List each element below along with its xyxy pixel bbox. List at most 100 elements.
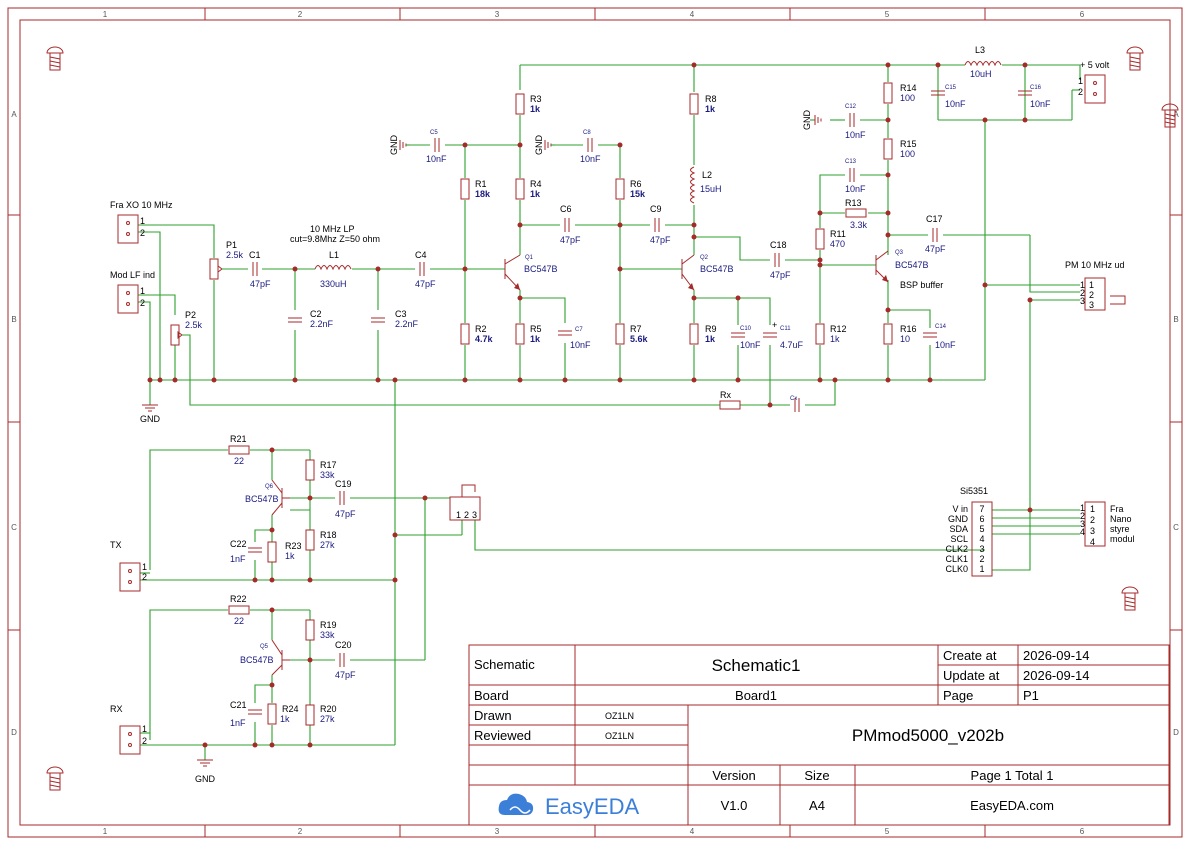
svg-text:27k: 27k xyxy=(320,714,335,724)
tb-site: EasyEDA.com xyxy=(970,798,1054,813)
svg-text:C16: C16 xyxy=(1030,85,1042,91)
svg-text:2: 2 xyxy=(142,572,147,582)
tb-page-label: Page xyxy=(943,688,973,703)
svg-text:100: 100 xyxy=(900,93,915,103)
si5351-pin-label: CLK2 xyxy=(945,544,968,554)
svg-text:C17: C17 xyxy=(926,214,943,224)
screw-icon xyxy=(1121,586,1139,611)
row-c-right: C xyxy=(1173,523,1179,532)
tb-drawn-label: Drawn xyxy=(474,708,512,723)
svg-text:1nF: 1nF xyxy=(230,718,246,728)
connector-mod-label: Mod LF ind xyxy=(110,270,155,280)
svg-text:10nF: 10nF xyxy=(740,340,761,350)
svg-text:10 MHz LP: 10 MHz LP xyxy=(310,224,355,234)
row-b-left: B xyxy=(11,315,16,324)
title-block: Schematic Schematic1 Create at 2026-09-1… xyxy=(468,644,1170,826)
tx-label: TX xyxy=(110,540,122,550)
svg-text:C8: C8 xyxy=(583,130,591,136)
svg-text:10nF: 10nF xyxy=(426,154,447,164)
svg-text:Fra: Fra xyxy=(1110,504,1124,514)
svg-text:10nF: 10nF xyxy=(935,340,956,350)
si5351-pin-label: GND xyxy=(948,514,969,524)
svg-text:modul: modul xyxy=(1110,534,1135,544)
svg-text:BC547B: BC547B xyxy=(245,494,279,504)
l3: L3 10uH xyxy=(964,45,1002,79)
svg-text:4.7uF: 4.7uF xyxy=(780,340,804,350)
col-6-top: 6 xyxy=(1080,10,1085,19)
svg-text:R19: R19 xyxy=(320,620,337,630)
c14: C14 10nF xyxy=(922,324,956,350)
svg-text:2: 2 xyxy=(140,298,145,308)
svg-text:3: 3 xyxy=(1090,526,1095,536)
gnd-symbol: GND xyxy=(140,404,161,424)
si5351-pin-number: 5 xyxy=(979,524,984,534)
si5351-pin-label: SCL xyxy=(950,534,968,544)
svg-text:C14: C14 xyxy=(935,324,947,330)
si5351-pin-number: 1 xyxy=(979,564,984,574)
svg-text:33k: 33k xyxy=(320,630,335,640)
svg-text:GND: GND xyxy=(195,774,216,784)
col-5-bot: 5 xyxy=(885,827,890,836)
svg-text:2: 2 xyxy=(1090,515,1095,525)
tb-reviewed-label: Reviewed xyxy=(474,728,531,743)
svg-text:4: 4 xyxy=(1090,537,1095,547)
svg-text:10nF: 10nF xyxy=(570,340,591,350)
svg-text:10nF: 10nF xyxy=(845,184,866,194)
svg-text:R17: R17 xyxy=(320,460,337,470)
svg-text:R20: R20 xyxy=(320,704,337,714)
col-1-bot: 1 xyxy=(103,827,108,836)
svg-text:10uH: 10uH xyxy=(970,69,992,79)
svg-text:47pF: 47pF xyxy=(770,270,791,280)
svg-text:GND: GND xyxy=(389,135,399,156)
svg-text:4: 4 xyxy=(1080,527,1085,537)
si5351-pin-number: 4 xyxy=(979,534,984,544)
col-2-bot: 2 xyxy=(298,827,303,836)
svg-text:1k: 1k xyxy=(285,551,295,561)
grid-labels: 1 2 3 4 5 6 1 2 3 4 5 6 A B C D A B C D xyxy=(11,10,1179,836)
svg-text:R3: R3 xyxy=(530,94,542,104)
svg-text:1k: 1k xyxy=(280,714,290,724)
svg-text:2: 2 xyxy=(1089,290,1094,300)
screw-icon xyxy=(46,766,64,791)
svg-text:2.5k: 2.5k xyxy=(226,250,244,260)
svg-text:2: 2 xyxy=(1078,87,1083,97)
svg-text:3: 3 xyxy=(1080,296,1085,306)
svg-text:1: 1 xyxy=(140,216,145,226)
svg-text:styre: styre xyxy=(1110,524,1130,534)
p2: P22.5k xyxy=(170,310,203,346)
svg-text:1: 1 xyxy=(1078,76,1083,86)
svg-text:R13: R13 xyxy=(845,198,862,208)
svg-text:R18: R18 xyxy=(320,530,337,540)
row-a-right: A xyxy=(1173,110,1179,119)
tb-update-label: Update at xyxy=(943,668,1000,683)
svg-text:L3: L3 xyxy=(975,45,985,55)
svg-text:Cx: Cx xyxy=(790,396,797,402)
svg-text:R14: R14 xyxy=(900,83,917,93)
tb-drawn-value: OZ1LN xyxy=(605,711,634,721)
rx: Rx xyxy=(719,390,741,410)
svg-text:C12: C12 xyxy=(845,104,857,110)
tb-board-value: Board1 xyxy=(735,688,777,703)
svg-text:cut=9.8Mhz Z=50 ohm: cut=9.8Mhz Z=50 ohm xyxy=(290,234,380,244)
si5351-pin-number: 3 xyxy=(979,544,984,554)
col-1-top: 1 xyxy=(103,10,108,19)
connector-xo: 12 Fra XO 10 MHz xyxy=(110,200,173,244)
